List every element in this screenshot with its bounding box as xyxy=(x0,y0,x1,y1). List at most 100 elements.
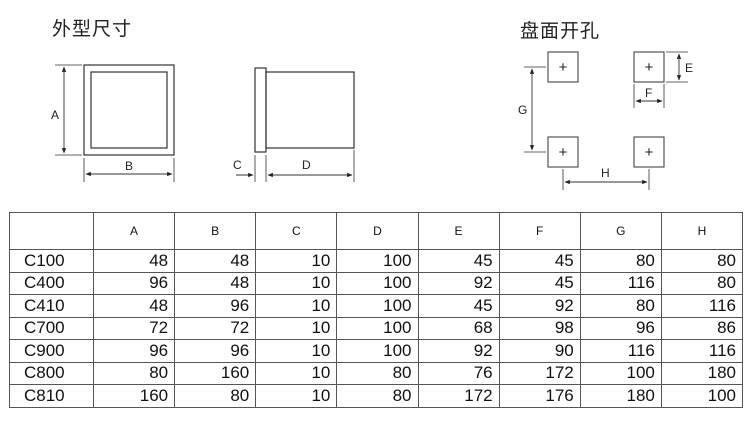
dimension-drawings: A B C D + + + + xyxy=(51,51,693,190)
cutout-hole-top-right xyxy=(633,51,665,83)
value-cell: 86 xyxy=(660,316,744,340)
table-corner-cell xyxy=(9,212,94,250)
column-header: B xyxy=(174,212,257,250)
value-cell: 100 xyxy=(336,294,419,318)
value-cell: 76 xyxy=(417,361,500,385)
value-cell: 100 xyxy=(660,384,744,408)
value-cell: 10 xyxy=(255,384,338,408)
value-cell: 116 xyxy=(660,339,744,363)
value-cell: 100 xyxy=(336,271,419,295)
model-cell: C700 xyxy=(9,316,94,340)
side-view xyxy=(236,67,355,182)
value-cell: 10 xyxy=(255,361,338,385)
value-cell: 10 xyxy=(255,316,338,340)
label-e: E xyxy=(685,61,693,75)
value-cell: 48 xyxy=(92,249,176,273)
front-view xyxy=(55,64,175,182)
cutout-hole-top-left xyxy=(547,51,579,83)
value-cell: 45 xyxy=(417,249,500,273)
value-cell: 10 xyxy=(255,339,338,363)
panel-cutout xyxy=(524,51,688,190)
label-g: G xyxy=(518,103,527,117)
model-cell: C900 xyxy=(9,339,94,363)
column-header: A xyxy=(92,212,176,250)
value-cell: 45 xyxy=(498,271,581,295)
hole-center-mark: + xyxy=(645,59,654,76)
label-b: B xyxy=(125,159,133,173)
value-cell: 160 xyxy=(174,361,257,385)
value-cell: 92 xyxy=(498,294,581,318)
value-cell: 68 xyxy=(417,316,500,340)
value-cell: 80 xyxy=(660,249,744,273)
side-bezel xyxy=(254,67,267,153)
front-inner-window xyxy=(90,71,168,149)
value-cell: 48 xyxy=(92,294,176,318)
value-cell: 100 xyxy=(336,316,419,340)
value-cell: 116 xyxy=(660,294,744,318)
value-cell: 92 xyxy=(417,271,500,295)
value-cell: 172 xyxy=(417,384,500,408)
value-cell: 100 xyxy=(336,249,419,273)
value-cell: 116 xyxy=(579,271,662,295)
cutout-hole-bottom-right xyxy=(633,136,665,168)
value-cell: 160 xyxy=(92,384,176,408)
model-cell: C100 xyxy=(9,249,94,273)
value-cell: 45 xyxy=(417,294,500,318)
front-outer-frame xyxy=(83,64,175,156)
value-cell: 116 xyxy=(579,339,662,363)
value-cell: 80 xyxy=(660,271,744,295)
hole-center-mark: + xyxy=(559,144,568,161)
value-cell: 80 xyxy=(336,361,419,385)
value-cell: 10 xyxy=(255,249,338,273)
value-cell: 48 xyxy=(174,271,257,295)
value-cell: 180 xyxy=(660,361,744,385)
value-cell: 96 xyxy=(92,339,176,363)
value-cell: 72 xyxy=(174,316,257,340)
panel-cutout-title: 盘面开孔 xyxy=(520,20,601,42)
model-cell: C800 xyxy=(9,361,94,385)
value-cell: 72 xyxy=(92,316,176,340)
value-cell: 100 xyxy=(579,361,662,385)
column-header: D xyxy=(336,212,419,250)
value-cell: 80 xyxy=(92,361,176,385)
value-cell: 10 xyxy=(255,271,338,295)
cutout-hole-bottom-left xyxy=(547,136,579,168)
value-cell: 172 xyxy=(498,361,581,385)
label-c: C xyxy=(233,158,242,172)
value-cell: 10 xyxy=(255,294,338,318)
column-header: H xyxy=(660,212,744,250)
value-cell: 92 xyxy=(417,339,500,363)
column-header: F xyxy=(498,212,581,250)
label-h: H xyxy=(601,166,610,180)
value-cell: 80 xyxy=(579,249,662,273)
value-cell: 45 xyxy=(498,249,581,273)
value-cell: 96 xyxy=(579,316,662,340)
label-a: A xyxy=(51,108,59,122)
column-header: G xyxy=(579,212,662,250)
value-cell: 80 xyxy=(579,294,662,318)
table-header-row: A B C D E F G H xyxy=(9,212,744,250)
value-cell: 96 xyxy=(174,339,257,363)
value-cell: 80 xyxy=(174,384,257,408)
model-cell: C810 xyxy=(9,384,94,408)
value-cell: 96 xyxy=(92,271,176,295)
value-cell: 180 xyxy=(579,384,662,408)
side-body xyxy=(265,71,355,149)
column-header: E xyxy=(417,212,500,250)
value-cell: 98 xyxy=(498,316,581,340)
value-cell: 176 xyxy=(498,384,581,408)
value-cell: 48 xyxy=(174,249,257,273)
hole-center-mark: + xyxy=(559,59,568,76)
value-cell: 90 xyxy=(498,339,581,363)
outline-dimensions-title: 外型尺寸 xyxy=(52,18,133,40)
value-cell: 100 xyxy=(336,339,419,363)
hole-center-mark: + xyxy=(645,144,654,161)
value-cell: 80 xyxy=(336,384,419,408)
column-header: C xyxy=(255,212,338,250)
